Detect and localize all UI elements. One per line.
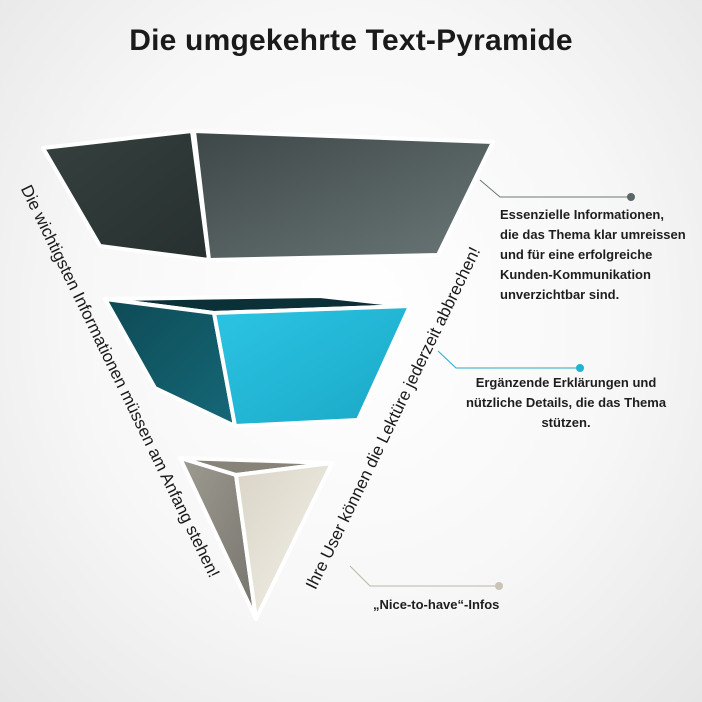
level-3-description-line: „Nice-to-have“-Infos: [373, 597, 500, 612]
connector-dot-2: [576, 364, 584, 372]
pyramid-level-3-front: [234, 461, 334, 621]
level-2-description-line: nützliche Details, die das Thema: [465, 395, 667, 410]
connector-dot-1: [627, 193, 635, 201]
pyramid-level-2-front: [212, 304, 412, 428]
pyramid-level-1: [41, 129, 495, 262]
connector-level-2: [437, 350, 584, 372]
pyramid-level-1-front: [192, 129, 495, 262]
level-2-description: Ergänzende Erklärungen und nützliche Det…: [456, 373, 676, 433]
level-1-description-line: Kunden-Kommunikation: [500, 267, 651, 282]
level-3-description: „Nice-to-have“-Infos: [373, 595, 533, 615]
page-title: Die umgekehrte Text-Pyramide: [129, 24, 573, 57]
level-1-description-line: unverzichtbar sind.: [500, 287, 620, 302]
pyramid-level-2: [103, 294, 412, 428]
connector-dot-3: [495, 582, 503, 590]
level-1-description-line: und für eine erfolgreiche: [500, 247, 653, 262]
level-2-description-line: Ergänzende Erklärungen und: [475, 375, 657, 390]
connector-level-1: [479, 179, 635, 201]
level-2-description-line: stützen.: [541, 415, 591, 430]
level-1-description: Essenzielle Informationen, die das Thema…: [500, 205, 690, 305]
pyramid-level-1-side: [41, 129, 211, 262]
connector-level-3: [349, 565, 503, 590]
pyramid-level-3: [178, 456, 334, 621]
level-1-description-line: Essenzielle Informationen,: [500, 207, 664, 222]
level-1-description-line: die das Thema klar umreissen: [500, 227, 686, 242]
